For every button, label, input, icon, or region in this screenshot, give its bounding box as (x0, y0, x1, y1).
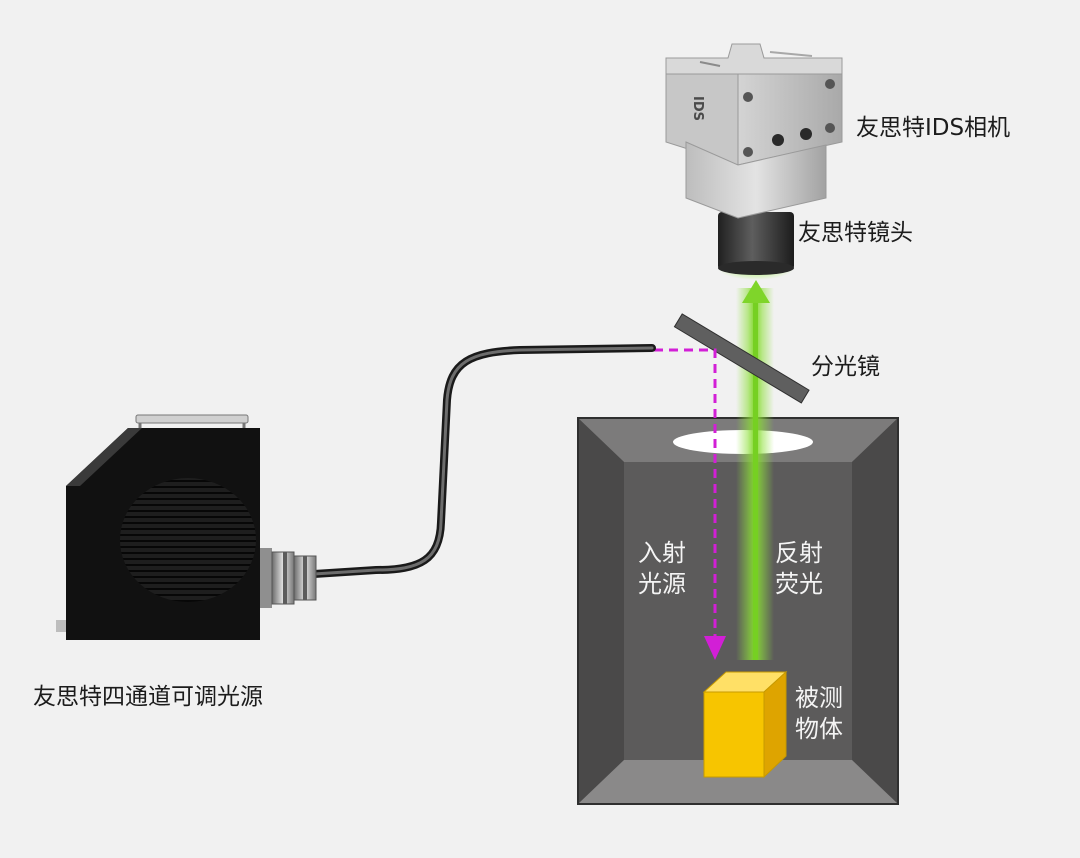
camera-brand-mark: IDS (690, 96, 705, 121)
lens (718, 212, 794, 280)
fluorescence-beam (736, 280, 774, 660)
incident-light-label: 入射 光源 (638, 539, 686, 598)
camera-port-icon (772, 134, 784, 146)
beam-splitter (673, 313, 810, 404)
object-cube (702, 670, 788, 779)
beam-splitter-label: 分光镜 (811, 354, 880, 380)
fluorescence-arrowhead (742, 280, 770, 303)
camera-label: 友思特IDS相机 (856, 115, 1011, 141)
reflected-fluorescence-label: 反射 荧光 (775, 539, 823, 598)
camera: IDS (665, 43, 843, 219)
lens-label: 友思特镜头 (798, 220, 913, 246)
camera-port-icon (800, 128, 812, 140)
object-label: 被测 物体 (795, 684, 843, 743)
incident-light-path (654, 348, 726, 660)
handle (135, 414, 249, 424)
vent-grille (120, 478, 256, 602)
light-source-unit (56, 414, 317, 640)
light-source-label: 友思特四通道可调光源 (33, 684, 263, 710)
incident-arrowhead (704, 636, 726, 660)
